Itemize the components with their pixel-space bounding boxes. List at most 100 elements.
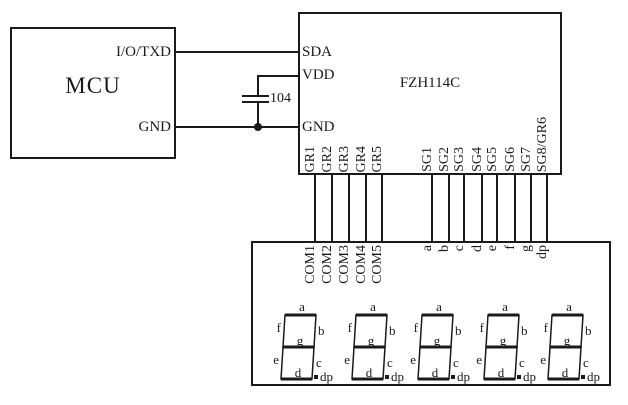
segment-label-f: f: [347, 320, 352, 335]
segment-label-c: c: [519, 355, 525, 370]
segment-label-c: c: [583, 355, 589, 370]
cap-lead-bottom: [257, 103, 259, 128]
display-pin-f: f: [503, 245, 518, 250]
seven-segment-outline: [483, 313, 520, 381]
mcu-box: MCU I/O/TXD GND: [10, 27, 176, 159]
segment-label-g: g: [367, 333, 375, 348]
dp-segment: [581, 375, 585, 379]
segment-label-c: c: [453, 355, 459, 370]
display-pin-g: g: [519, 245, 534, 252]
chip-pin-gr4: GR4: [354, 145, 369, 172]
segment-label-a: a: [502, 299, 508, 314]
display-pin-e: e: [485, 245, 500, 252]
chip-pin-gr5: GR5: [370, 145, 385, 172]
segment-label-dp: dp: [457, 369, 470, 384]
seven-segment-outline: [280, 313, 317, 381]
segment-label-f: f: [543, 320, 548, 335]
segment-label-dp: dp: [320, 369, 333, 384]
display-pin-d: d: [470, 245, 485, 252]
display-pin-com4: COM4: [354, 245, 369, 284]
junction-dot: [254, 123, 262, 131]
display-pin-com2: COM2: [320, 245, 335, 284]
wire-sg6: [514, 175, 516, 241]
segment-label-c: c: [387, 355, 393, 370]
segment-label-d: d: [294, 365, 302, 380]
display-pin-b: b: [437, 245, 452, 252]
dp-segment: [385, 375, 389, 379]
chip-pin-sg2: SG2: [437, 147, 452, 172]
segment-label-f: f: [276, 320, 281, 335]
segment-label-a: a: [436, 299, 442, 314]
chip-pin-sda: SDA: [302, 44, 333, 60]
display-pin-com1: COM1: [303, 245, 318, 284]
segment-label-d: d: [561, 365, 569, 380]
segment-label-g: g: [296, 333, 304, 348]
display-pin-a: a: [420, 245, 435, 252]
segment-label-b: b: [455, 323, 462, 338]
seven-segment-digit-1: a f b g e c d dp: [271, 298, 333, 390]
segment-label-e: e: [476, 352, 482, 367]
wire-sg3: [463, 175, 465, 241]
chip-pin-gr1: GR1: [303, 145, 318, 172]
segment-label-dp: dp: [391, 369, 404, 384]
segment-label-e: e: [344, 352, 350, 367]
segment-label-b: b: [318, 323, 325, 338]
wire-sg7: [530, 175, 532, 241]
display-pin-dp: dp: [535, 245, 550, 259]
capacitor-plate-bottom: [242, 101, 269, 103]
wire-vdd: [257, 75, 298, 77]
seven-segment-digit-4: a f b g e c d dp: [474, 298, 536, 390]
wire-gnd: [176, 126, 298, 128]
wire-sda: [176, 51, 298, 53]
wire-sg8-gr6: [546, 175, 548, 241]
chip-pin-sg4: SG4: [470, 147, 485, 172]
seven-segment-outline: [351, 313, 388, 381]
chip-pin-sg7: SG7: [519, 147, 534, 172]
chip-title: FZH114C: [399, 75, 461, 91]
segment-label-a: a: [299, 299, 305, 314]
wire-sg2: [448, 175, 450, 241]
segment-label-e: e: [540, 352, 546, 367]
segment-label-g: g: [563, 333, 571, 348]
segment-label-dp: dp: [523, 369, 536, 384]
display-pin-com3: COM3: [337, 245, 352, 284]
chip-box: FZH114C SDA VDD GND: [298, 12, 562, 175]
seven-segment-outline: [547, 313, 584, 381]
seven-segment-digit-2: a f b g e c d dp: [342, 298, 404, 390]
segment-label-f: f: [413, 320, 418, 335]
mcu-title: MCU: [65, 73, 121, 98]
display-pin-c: c: [452, 245, 467, 252]
wire-gr5: [381, 175, 383, 241]
segment-label-a: a: [370, 299, 376, 314]
segment-label-a: a: [566, 299, 572, 314]
chip-pin-sg3: SG3: [452, 147, 467, 172]
segment-label-g: g: [433, 333, 441, 348]
dp-segment: [314, 375, 318, 379]
chip-pin-sg8-gr6: SG8/GR6: [535, 116, 550, 172]
chip-pin-vdd: VDD: [302, 67, 335, 83]
dp-segment: [451, 375, 455, 379]
seven-segment-outline: [417, 313, 454, 381]
mcu-pin-gnd: GND: [138, 119, 172, 135]
segment-label-dp: dp: [587, 369, 600, 384]
dp-segment: [517, 375, 521, 379]
display-pin-com5: COM5: [370, 245, 385, 284]
wire-gr3: [348, 175, 350, 241]
segment-label-d: d: [365, 365, 373, 380]
wire-gr1: [314, 175, 316, 241]
wire-gr2: [331, 175, 333, 241]
segment-label-c: c: [316, 355, 322, 370]
capacitor-plate-top: [242, 95, 269, 97]
cap-lead-top: [257, 75, 259, 97]
segment-label-b: b: [521, 323, 528, 338]
segment-label-d: d: [431, 365, 439, 380]
segment-label-e: e: [273, 352, 279, 367]
chip-pin-sg5: SG5: [485, 147, 500, 172]
capacitor-value: 104: [270, 91, 291, 106]
wire-sg4: [481, 175, 483, 241]
mcu-pin-io-txd: I/O/TXD: [116, 44, 171, 60]
chip-pin-gr2: GR2: [320, 145, 335, 172]
chip-pin-sg6: SG6: [503, 147, 518, 172]
segment-label-g: g: [499, 333, 507, 348]
